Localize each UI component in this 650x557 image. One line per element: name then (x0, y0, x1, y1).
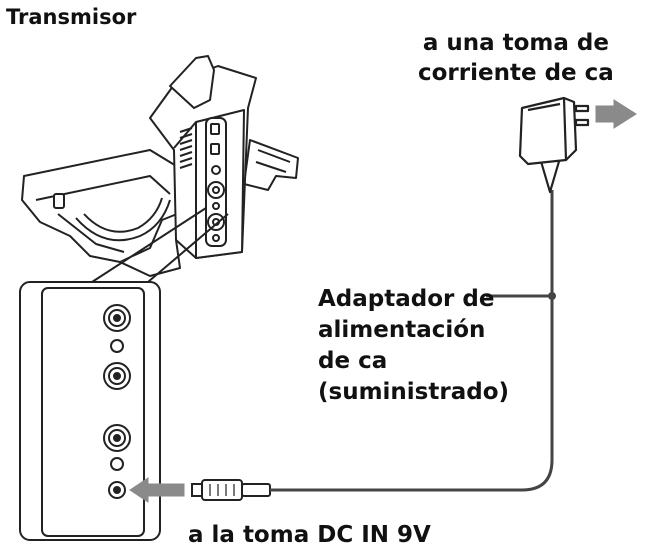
jack-panel (19, 281, 161, 541)
transmitter-label: Transmisor (6, 5, 137, 29)
adapter-label-line-1: Adaptador de (318, 286, 495, 312)
outlet-label: a una toma de corriente de ca (418, 28, 614, 88)
power-cable (270, 190, 554, 492)
outlet-label-line-1: a una toma de (422, 30, 609, 56)
adapter-label-line-3: de ca (318, 348, 388, 374)
adapter-label-line-4: (suministrado) (318, 379, 510, 405)
adapter-label-line-2: alimentación (318, 317, 486, 343)
dc-plug (191, 479, 271, 501)
dc-jack-label: a la toma DC IN 9V (188, 522, 431, 548)
outlet-label-line-2: corriente de ca (418, 60, 614, 86)
arrow-left-icon (129, 477, 185, 503)
adapter-leader (486, 292, 556, 300)
callout-beam (91, 207, 229, 283)
ac-adapter (518, 96, 590, 194)
arrow-right-icon (595, 99, 637, 129)
transmitter-unit (21, 55, 299, 277)
adapter-label: Adaptador de alimentación de ca (suminis… (318, 284, 509, 408)
